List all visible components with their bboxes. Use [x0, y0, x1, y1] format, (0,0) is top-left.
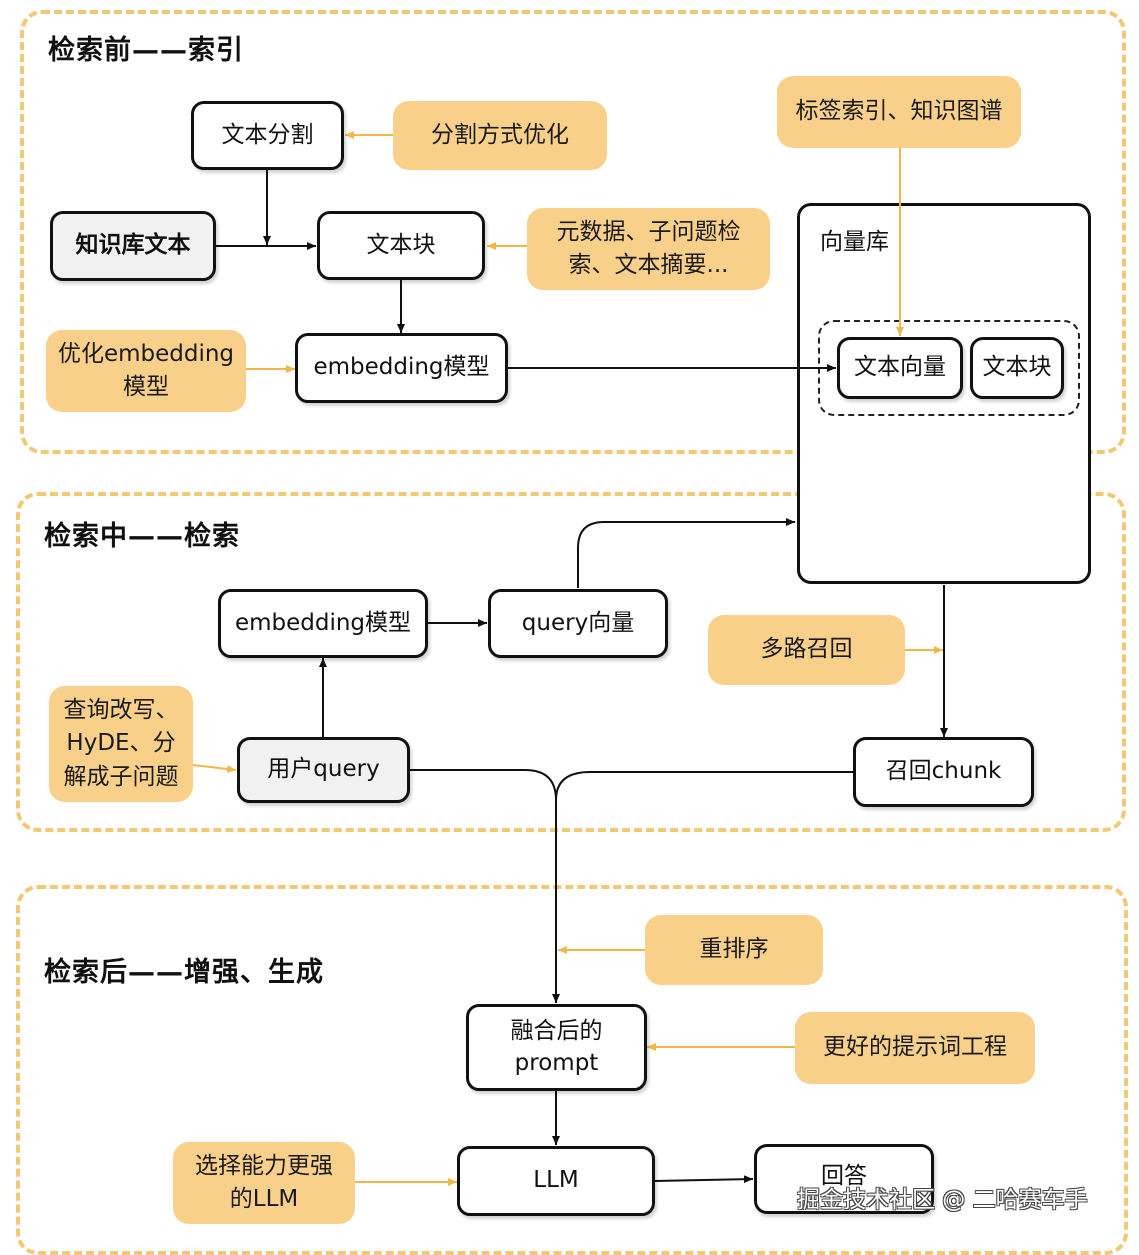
arrow-query-vector-to-db	[577, 518, 795, 588]
embedding-model-index-node[interactable]: embedding模型	[295, 333, 508, 403]
section-generation-title: 检索后——增强、生成	[44, 957, 324, 988]
stronger-llm-tag: 选择能力更强 的LLM	[173, 1142, 355, 1224]
user-query-node[interactable]: 用户query	[237, 737, 410, 803]
text-split-node[interactable]: 文本分割	[191, 101, 344, 170]
db-text-chunk-node[interactable]: 文本块	[970, 337, 1064, 399]
watermark: 掘金技术社区 @ 二哈赛车手	[797, 1187, 1088, 1213]
recall-chunk-node[interactable]: 召回chunk	[853, 737, 1034, 807]
text-chunk-node[interactable]: 文本块	[317, 211, 485, 280]
section-indexing	[20, 10, 1126, 454]
accent-arrow-query-rewrite	[192, 764, 237, 773]
multi-path-recall-tag: 多路召回	[708, 615, 905, 685]
arrow-llm-to-answer	[654, 1175, 754, 1184]
embedding-model-query-node[interactable]: embedding模型	[218, 589, 428, 658]
llm-node[interactable]: LLM	[457, 1146, 655, 1216]
section-retrieval-title: 检索中——检索	[44, 521, 240, 552]
split-method-optimization-tag: 分割方式优化	[393, 101, 607, 170]
section-retrieval	[16, 492, 1126, 832]
text-vector-node[interactable]: 文本向量	[837, 337, 963, 399]
query-rewrite-hyde-tag: 查询改写、 HyDE、分 解成子问题	[49, 686, 193, 802]
tag-index-knowledge-graph-tag: 标签索引、知识图谱	[777, 76, 1021, 148]
rerank-tag: 重排序	[645, 915, 823, 985]
knowledge-base-text-node[interactable]: 知识库文本	[50, 211, 216, 281]
prompt-engineering-tag: 更好的提示词工程	[795, 1012, 1035, 1084]
vector-db-label: 向量库	[820, 229, 889, 255]
optimize-embedding-model-tag: 优化embedding 模型	[46, 330, 246, 412]
answer-node[interactable]: 回答	[754, 1144, 934, 1214]
metadata-subquestion-summary-tag: 元数据、子问题检 索、文本摘要...	[527, 208, 770, 290]
line-user-query-merge	[410, 769, 557, 801]
query-vector-node[interactable]: query向量	[488, 589, 668, 658]
fused-prompt-node[interactable]: 融合后的 prompt	[466, 1004, 647, 1091]
section-indexing-title: 检索前——索引	[48, 35, 244, 66]
line-recall-merge	[555, 771, 853, 801]
